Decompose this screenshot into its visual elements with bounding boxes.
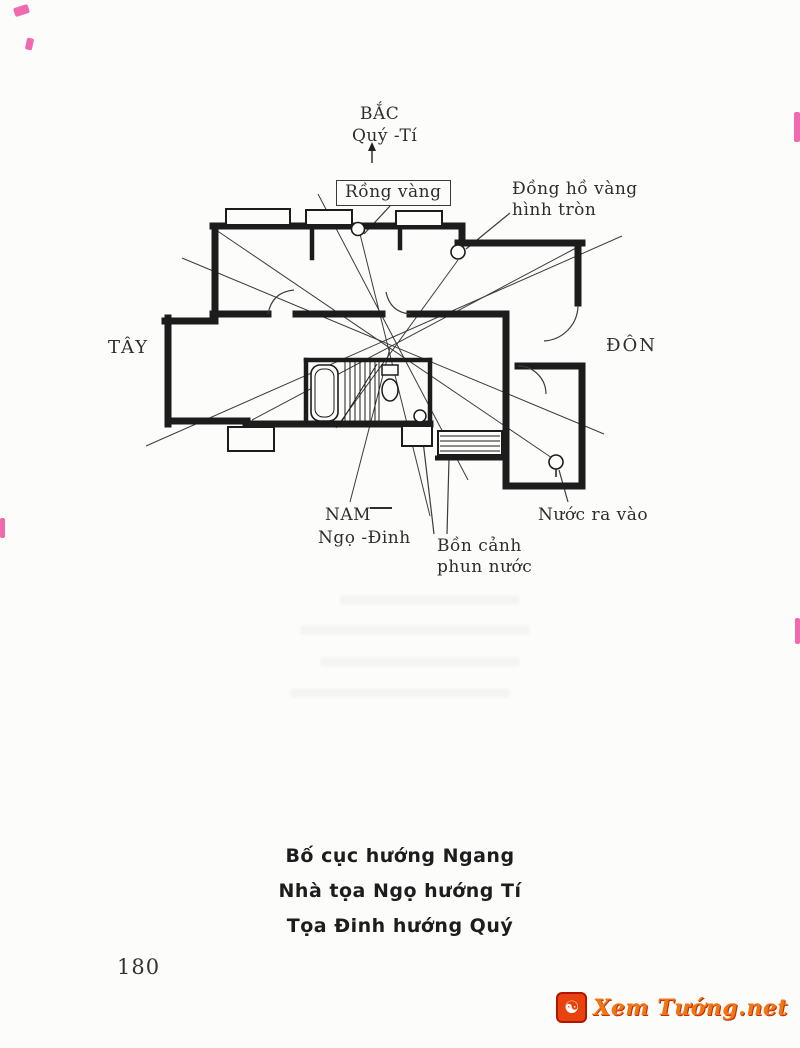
bleed-through-smudge bbox=[340, 595, 520, 605]
scan-artifact-mark bbox=[12, 3, 31, 18]
label-leader-lines bbox=[363, 205, 569, 535]
label-gold-clock-line1: Đồng hồ vàng bbox=[512, 179, 638, 199]
interior-walls bbox=[303, 223, 433, 427]
label-south: NAM bbox=[325, 505, 372, 525]
scan-artifact-mark bbox=[794, 112, 800, 142]
bleed-through-smudge bbox=[320, 657, 520, 667]
bathtub bbox=[310, 364, 339, 422]
caption-line-1: Bố cục hướng Ngang bbox=[285, 845, 515, 867]
label-fountain-line2: phun nước bbox=[437, 557, 533, 578]
label-water-inout: Nước ra vào bbox=[538, 505, 649, 525]
caption-line-2: Nhà tọa Ngọ hướng Tí bbox=[278, 880, 522, 902]
label-gold-clock: Đồng hồ vàng hình tròn bbox=[512, 179, 638, 222]
bleed-through-smudge bbox=[300, 625, 530, 635]
toilet bbox=[381, 364, 399, 402]
door-arcs bbox=[267, 289, 579, 395]
label-gold-clock-line2: hình tròn bbox=[512, 200, 597, 221]
label-fountain-line1: Bồn cảnh bbox=[437, 536, 522, 556]
water-valve-marker bbox=[548, 454, 564, 477]
label-north: BẮC bbox=[360, 104, 400, 124]
staircase-hatching bbox=[341, 362, 380, 422]
sight-lines bbox=[145, 193, 623, 517]
figure-caption: Bố cục hướng Ngang Nhà tọa Ngọ hướng Tí … bbox=[0, 845, 800, 950]
watermark-text: Xem Tướng.net bbox=[593, 994, 788, 1021]
caption-line-3: Tọa Đinh hướng Quý bbox=[286, 915, 514, 937]
yin-yang-icon: ☯ bbox=[556, 992, 588, 1023]
label-west: TÂY bbox=[108, 337, 150, 358]
label-north-mountains: Quý -Tí bbox=[352, 126, 418, 146]
window-sills bbox=[225, 208, 443, 452]
bleed-through-smudge bbox=[290, 688, 510, 698]
scan-artifact-mark bbox=[795, 618, 800, 644]
label-golden-dragon: Rồng vàng bbox=[336, 180, 451, 207]
site-watermark: ☯ Xem Tướng.net bbox=[556, 992, 788, 1023]
fountain-marker bbox=[413, 409, 427, 423]
round-clock-marker bbox=[450, 244, 466, 260]
south-dash-mark bbox=[370, 507, 392, 509]
label-fountain: Bồn cảnh phun nước bbox=[437, 536, 532, 579]
golden-dragon-marker bbox=[350, 221, 366, 237]
page-number: 180 bbox=[117, 955, 161, 979]
label-south-mountains: Ngọ -Đinh bbox=[318, 528, 411, 548]
scan-artifact-mark bbox=[0, 518, 5, 538]
walls bbox=[161, 222, 586, 490]
label-east: ĐÔN bbox=[606, 335, 658, 356]
water-feature-grille bbox=[435, 430, 505, 461]
scan-artifact-mark bbox=[24, 37, 35, 51]
